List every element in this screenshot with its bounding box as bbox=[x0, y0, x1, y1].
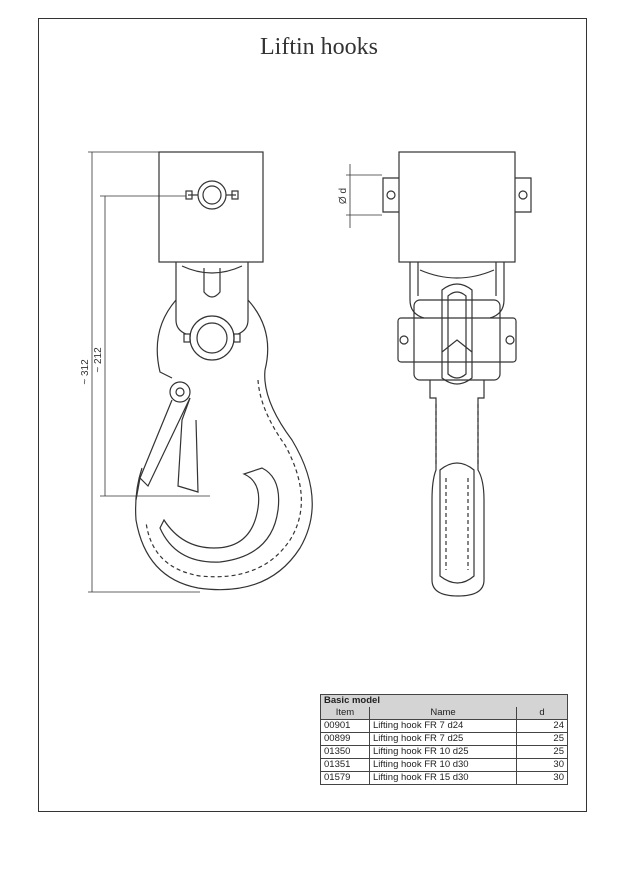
table-row: 00899 Lifting hook FR 7 d25 25 bbox=[320, 732, 568, 746]
page-title: Liftin hooks bbox=[260, 34, 378, 60]
hook-front-view bbox=[135, 151, 313, 591]
name-cell: Lifting hook FR 7 d24 bbox=[369, 719, 517, 733]
dimension-lines bbox=[88, 151, 382, 593]
item-cell: 00901 bbox=[320, 719, 370, 733]
dimension-212-label: ~ 212 bbox=[93, 347, 104, 373]
column-header-item: Item bbox=[320, 707, 370, 720]
item-cell: 01350 bbox=[320, 745, 370, 759]
d-cell: 30 bbox=[516, 758, 568, 772]
table-row: 01351 Lifting hook FR 10 d30 30 bbox=[320, 758, 568, 772]
d-cell: 30 bbox=[516, 771, 568, 785]
item-cell: 01579 bbox=[320, 771, 370, 785]
name-cell: Lifting hook FR 15 d30 bbox=[369, 771, 517, 785]
column-header-name: Name bbox=[369, 707, 517, 720]
item-cell: 00899 bbox=[320, 732, 370, 746]
table-row: 01350 Lifting hook FR 10 d25 25 bbox=[320, 745, 568, 759]
d-cell: 24 bbox=[516, 719, 568, 733]
basic-model-table: Basic model Item Name d 00901 Lifting ho… bbox=[320, 694, 568, 785]
dimension-diameter-label: Ø d bbox=[338, 188, 349, 204]
d-cell: 25 bbox=[516, 732, 568, 746]
name-cell: Lifting hook FR 10 d30 bbox=[369, 758, 517, 772]
d-cell: 25 bbox=[516, 745, 568, 759]
page-border bbox=[38, 18, 587, 812]
table-caption: Basic model bbox=[320, 694, 568, 707]
name-cell: Lifting hook FR 10 d25 bbox=[369, 745, 517, 759]
column-header-d: d bbox=[516, 707, 568, 720]
dimension-312-label: ~ 312 bbox=[80, 359, 91, 385]
table-row: 01579 Lifting hook FR 15 d30 30 bbox=[320, 771, 568, 785]
table-row: 00901 Lifting hook FR 7 d24 24 bbox=[320, 719, 568, 733]
item-cell: 01351 bbox=[320, 758, 370, 772]
name-cell: Lifting hook FR 7 d25 bbox=[369, 732, 517, 746]
hook-side-view bbox=[382, 151, 532, 597]
